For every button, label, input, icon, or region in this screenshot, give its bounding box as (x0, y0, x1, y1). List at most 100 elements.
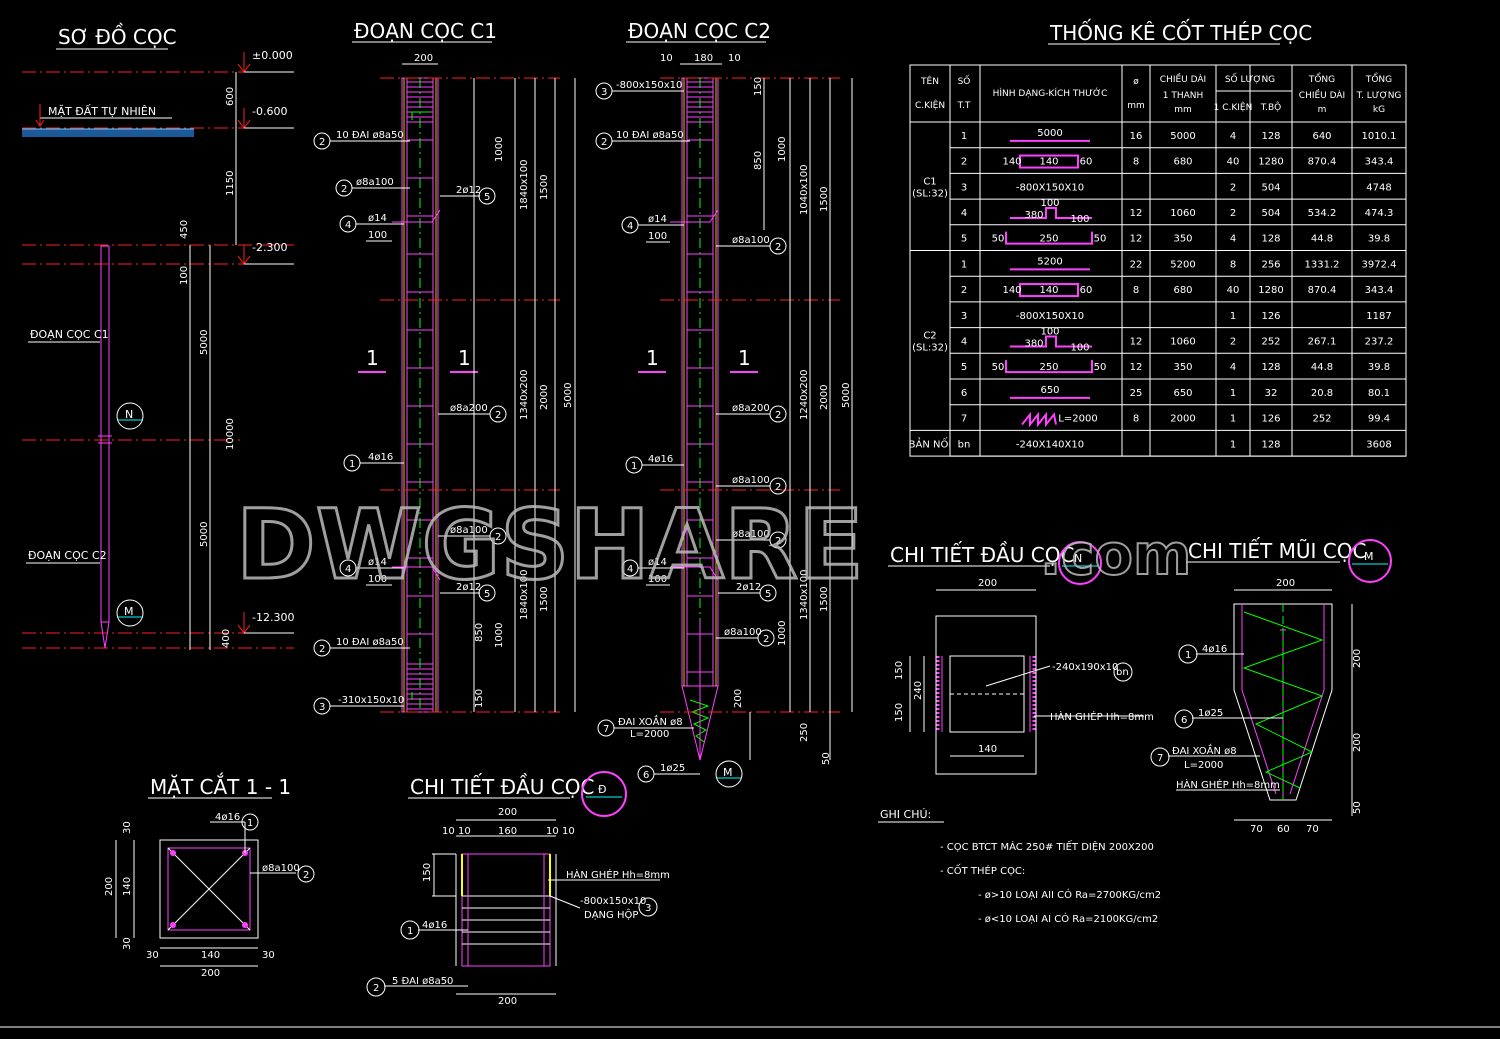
svg-text:3608: 3608 (1366, 439, 1391, 450)
callout-label: 10 ĐAI ø8a50 (616, 130, 684, 141)
c1-dim-2: 1500 (539, 175, 550, 200)
schedule-cell: 252 (1312, 414, 1331, 425)
c1-dim-7: 1500 (539, 587, 550, 612)
svg-text:30: 30 (122, 937, 133, 950)
plate-name: BẢN NỐI (909, 436, 952, 450)
svg-text:150: 150 (422, 863, 433, 882)
callout-label: 10 ĐAI ø8a50 (336, 637, 404, 648)
schedule-header: 1 C.KIỆN (1214, 101, 1253, 113)
schedule-header: T. LƯỢNG (1356, 91, 1402, 101)
marker-number: 1 (631, 461, 637, 472)
svg-text:140: 140 (978, 744, 997, 755)
schedule-cell: 12 (1130, 362, 1143, 373)
schedule-cell: 12 (1130, 336, 1143, 347)
svg-text:160: 160 (498, 826, 517, 837)
schedule-cell: 350 (1173, 234, 1192, 245)
marker-number: 5 (484, 589, 490, 600)
schedule-cell: 5 (961, 362, 967, 373)
dim-5000-a: 5000 (199, 330, 210, 355)
schedule-header: TỔNG (1365, 72, 1392, 85)
schedule-cell: 252 (1261, 336, 1280, 347)
callout-label: 4ø16 (368, 452, 393, 463)
c1-dim-6: 1840x100 (519, 570, 530, 620)
callout-label: 100 (648, 574, 667, 585)
c2-top-dim-0: 10 (660, 53, 673, 64)
tip-label-3: L=2000 (1184, 760, 1223, 771)
schedule-header: CHIỀU DÀI (1160, 72, 1206, 85)
svg-text:380: 380 (1024, 210, 1043, 221)
level-2: -2.300 (252, 241, 287, 254)
schedule-cell: 534.2 (1308, 208, 1337, 219)
schedule-cell: 7 (961, 414, 967, 425)
svg-text:100: 100 (1070, 214, 1089, 225)
svg-text:bn: bn (1116, 667, 1129, 678)
schedule-cell: 5000 (1170, 131, 1195, 142)
callout-label: L=2000 (630, 729, 669, 740)
marker-number: 6 (643, 770, 649, 781)
schedule-cell: 2 (1230, 208, 1236, 219)
schedule-cell: 2000 (1170, 414, 1195, 425)
schedule-cell: 80.1 (1368, 388, 1390, 399)
svg-text:30: 30 (122, 821, 133, 834)
schedule-cell: 12 (1130, 208, 1143, 219)
c2-dim-1: 850 (753, 151, 764, 170)
svg-text:30: 30 (146, 950, 159, 961)
svg-text:650: 650 (1040, 385, 1059, 396)
callout-label: ø8a100 (732, 475, 770, 486)
ground-label: MẶT ĐẤT TỰ NHIÊN (48, 104, 156, 118)
schedule-cell: 1331.2 (1305, 259, 1340, 270)
marker-number: 1 (349, 459, 355, 470)
svg-text:140: 140 (1002, 285, 1021, 296)
marker-number: 2 (775, 242, 781, 253)
schedule-header: 1 THANH (1163, 91, 1204, 101)
svg-text:1: 1 (1185, 650, 1191, 661)
c2-top-dim-1: 180 (694, 53, 713, 64)
head-detail-d-title: CHI TIẾT ĐẦU CỌC (410, 774, 594, 799)
schedule-cell: 44.8 (1311, 362, 1333, 373)
segment-c2: ĐOẠN CỌC C2 10 180 10 1 1 150 850 1000 (595, 19, 853, 788)
c2-dim-11: 200 (733, 689, 744, 708)
svg-text:10: 10 (546, 826, 559, 837)
tip-detail-title: CHI TIẾT MŨI CỌC (1188, 538, 1366, 563)
marker-number: 7 (603, 724, 609, 735)
svg-text:140: 140 (1039, 157, 1058, 168)
callout-label: 1ø25 (660, 763, 685, 774)
pile-diagram-title: SƠ ĐỒ CỌC (58, 23, 177, 49)
callout-label: 100 (368, 574, 387, 585)
callout-label: 10 ĐAI ø8a50 (336, 130, 404, 141)
schedule-cell: 8 (1133, 157, 1139, 168)
schedule-cell: 640 (1312, 131, 1331, 142)
svg-text:200: 200 (1276, 578, 1295, 589)
head-detail-n-title: CHI TIẾT ĐẦU CỌC (890, 542, 1074, 567)
svg-text:10: 10 (562, 826, 575, 837)
svg-text:10: 10 (442, 826, 455, 837)
callout-label: 2ø12 (456, 582, 481, 593)
schedule-cell: 128 (1261, 234, 1280, 245)
callout-label: ø14 (368, 557, 387, 568)
pile-diagram: SƠ ĐỒ CỌC MẶT ĐẤT TỰ NHIÊN ±0.000 -0.600… (22, 23, 294, 650)
marker-number: 2 (319, 644, 325, 655)
marker-number: 2 (763, 634, 769, 645)
schedule-cell: 3 (961, 311, 967, 322)
callout-label: ĐAI XOẮN ø8 (618, 714, 683, 728)
head-detail-d: CHI TIẾT ĐẦU CỌC Đ 200 10 10 160 10 10 1… (366, 771, 670, 1007)
svg-text:-240X140X10: -240X140X10 (1016, 439, 1084, 450)
svg-text:6: 6 (1181, 715, 1187, 726)
callout-label: ø8a100 (732, 235, 770, 246)
marker-number: 2 (775, 482, 781, 493)
schedule-header: kG (1373, 105, 1385, 115)
hd-label-3: 4ø16 (422, 920, 447, 931)
svg-text:250: 250 (1039, 362, 1058, 373)
hd-label-0: HÀN GHÉP Hh=8mm (566, 868, 670, 881)
schedule-cell: 25 (1130, 388, 1143, 399)
schedule-cell: 44.8 (1311, 234, 1333, 245)
schedule-cell: 6 (961, 388, 967, 399)
watermark: DWGSHARE .com (235, 488, 1193, 603)
svg-text:50: 50 (1094, 362, 1107, 373)
callout-label: -800x150x10 (616, 80, 682, 91)
schedule-cell: 39.8 (1368, 234, 1390, 245)
svg-text:1: 1 (407, 926, 413, 937)
svg-text:1: 1 (1230, 439, 1236, 450)
callout-label: ø8a100 (732, 529, 770, 540)
schedule-cell: 32 (1265, 388, 1278, 399)
